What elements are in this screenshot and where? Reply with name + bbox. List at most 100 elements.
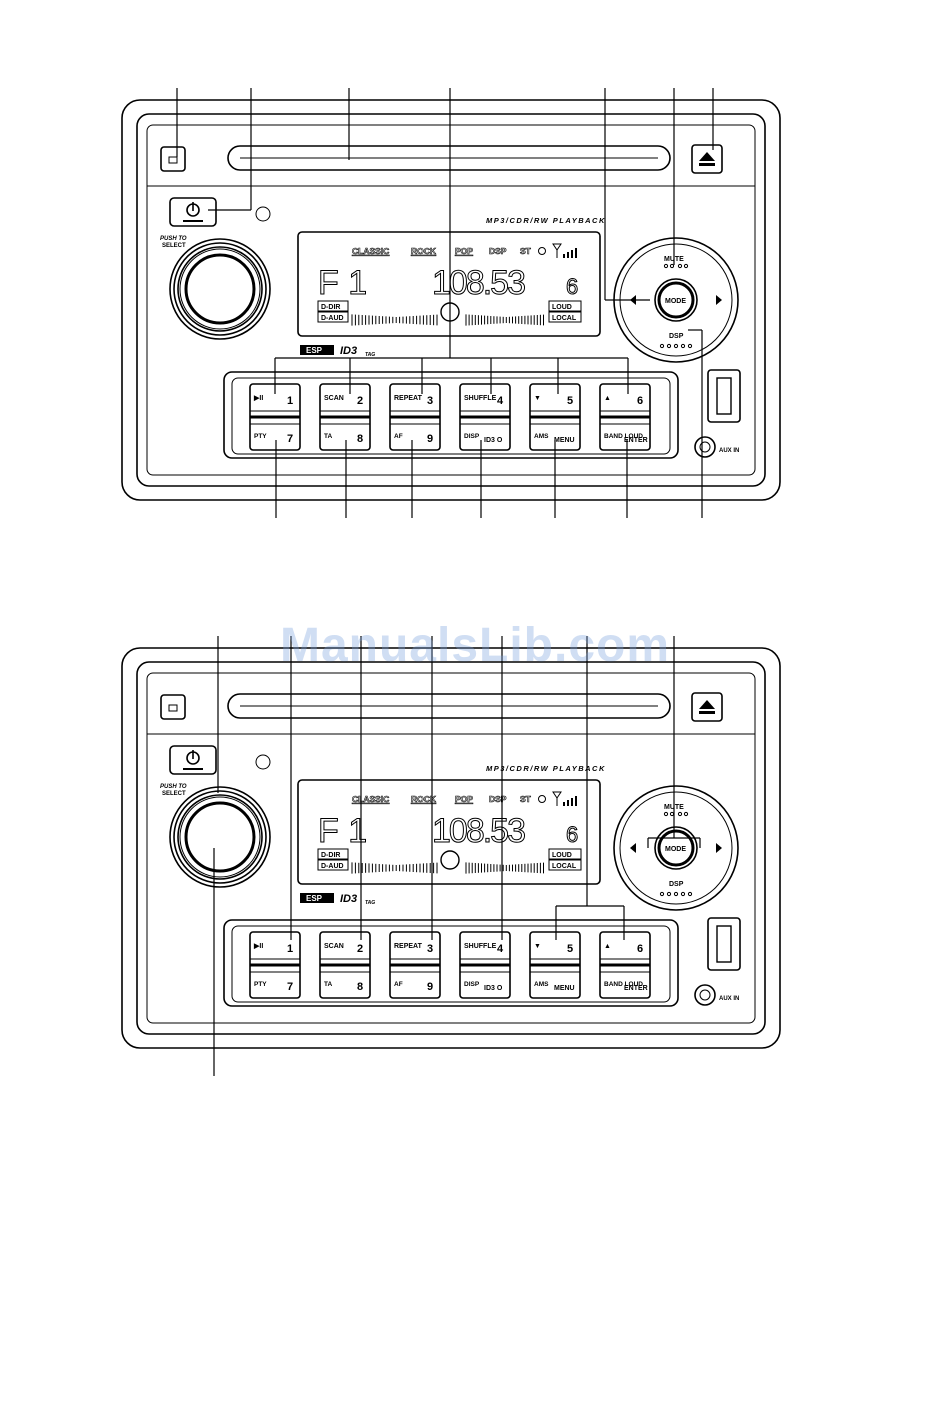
id3-logo-sub: TAG: [365, 900, 375, 906]
open-button: [160, 146, 186, 172]
button-panel-inner: [231, 925, 671, 1003]
frequency-readout: 108.53: [432, 812, 525, 850]
lcd-tag-box: [317, 848, 349, 860]
button-label: ▲: [604, 943, 611, 950]
chassis-inner: [136, 113, 766, 487]
volume-knob: [169, 238, 271, 340]
dsp-label: DSP: [669, 881, 684, 888]
ir-sensor: [255, 206, 271, 222]
aux-jack-icon: [699, 989, 711, 1001]
dsp-dot: [673, 891, 679, 897]
button-label: REPEAT: [394, 943, 423, 950]
volume-knob: [177, 794, 263, 880]
signal-bar: [575, 796, 577, 806]
lcd-tag-box: [317, 859, 349, 871]
ir-sensor: [255, 754, 271, 770]
button-label: SHUFFLE: [464, 943, 497, 950]
frequency-readout: 108.53: [432, 264, 525, 302]
button-number: 4: [497, 943, 504, 955]
button-number: 1: [287, 395, 293, 407]
band-readout: F 1: [318, 812, 367, 850]
lcd-tag: LOCAL: [552, 315, 577, 322]
mute-dot: [683, 263, 689, 269]
dsp-dot: [673, 343, 679, 349]
playback-label: MP3/CDR/RW PLAYBACK: [486, 764, 606, 773]
button-label: AF: [394, 433, 403, 440]
esp-logo-box: [300, 893, 334, 903]
eject-icon: [699, 700, 715, 709]
stereo-icon: [538, 795, 546, 803]
mute-dot: [677, 811, 683, 817]
mode-label: MODE: [665, 298, 686, 305]
preset-readout: 6: [566, 274, 578, 299]
button-label: ▶II: [253, 395, 263, 402]
aux-jack: [694, 984, 716, 1006]
button-number: ID3 O: [484, 437, 503, 444]
lcd-tag: LOCAL: [552, 863, 577, 870]
button-number: ID3 O: [484, 985, 503, 992]
mode-indicator: POP: [455, 794, 473, 804]
button-number: 9: [427, 433, 433, 445]
lcd-tag: D-DIR: [321, 304, 340, 311]
volume-knob: [179, 248, 261, 330]
volume-knob-face: [184, 253, 256, 325]
mute-dot: [669, 811, 675, 817]
usb-port-icon: [716, 925, 732, 963]
watermark: ManualsLib.com: [279, 619, 671, 672]
nav-ring-outer: [613, 785, 739, 911]
knob-label-2: SELECT: [162, 243, 186, 249]
power-button: [169, 745, 217, 775]
volume-knob: [173, 242, 267, 336]
stereo-icon: [538, 247, 546, 255]
button-label: REPEAT: [394, 395, 423, 402]
button-label: AMS: [534, 981, 549, 988]
button-label: SCAN: [324, 943, 344, 950]
eject-icon-bar: [699, 711, 715, 714]
mute-dot: [683, 811, 689, 817]
button-number: 7: [287, 981, 293, 993]
button-number: 6: [637, 395, 643, 407]
button-number: 8: [357, 433, 363, 445]
button-label: TA: [324, 433, 332, 440]
mute-dot: [677, 263, 683, 269]
lcd-tag: D-AUD: [321, 315, 344, 322]
lcd-tag-box: [548, 859, 582, 871]
usb-port-icon: [716, 377, 732, 415]
mode-indicator: DSP: [489, 246, 507, 256]
open-panel-icon: [168, 156, 178, 164]
antenna-icon: [552, 791, 562, 806]
volume-knob: [179, 796, 261, 878]
signal-bar: [571, 798, 573, 806]
lcd-display: [297, 779, 601, 885]
lcd-tag: LOUD: [552, 304, 572, 311]
button-number: 1: [287, 943, 293, 955]
button-panel-inner: [231, 377, 671, 455]
button-label: TA: [324, 981, 332, 988]
chassis-inner: [136, 661, 766, 1035]
open-button: [160, 694, 186, 720]
right-arrow-icon: [716, 843, 722, 853]
power-button: [169, 197, 217, 227]
playback-label: MP3/CDR/RW PLAYBACK: [486, 216, 606, 225]
aux-jack-icon: [699, 441, 711, 453]
mode-indicator: ST: [520, 246, 532, 256]
disc-slot: [227, 145, 671, 171]
band-readout: F 1: [318, 264, 367, 302]
signal-bar: [567, 252, 569, 258]
mode-indicator: ST: [520, 794, 532, 804]
dsp-dot: [680, 343, 686, 349]
button-number: 2: [357, 943, 363, 955]
aux-jack: [694, 436, 716, 458]
mode-indicator: ROCK: [411, 794, 437, 804]
lcd-tag-box: [317, 311, 349, 323]
button-number: ENTER: [624, 437, 648, 444]
chassis-outer: [121, 99, 781, 501]
esp-logo: ESP: [306, 346, 323, 355]
dsp-dot: [666, 891, 672, 897]
lcd-tag-box: [317, 300, 349, 312]
signal-bar: [575, 248, 577, 258]
nav-ring: [619, 791, 733, 905]
